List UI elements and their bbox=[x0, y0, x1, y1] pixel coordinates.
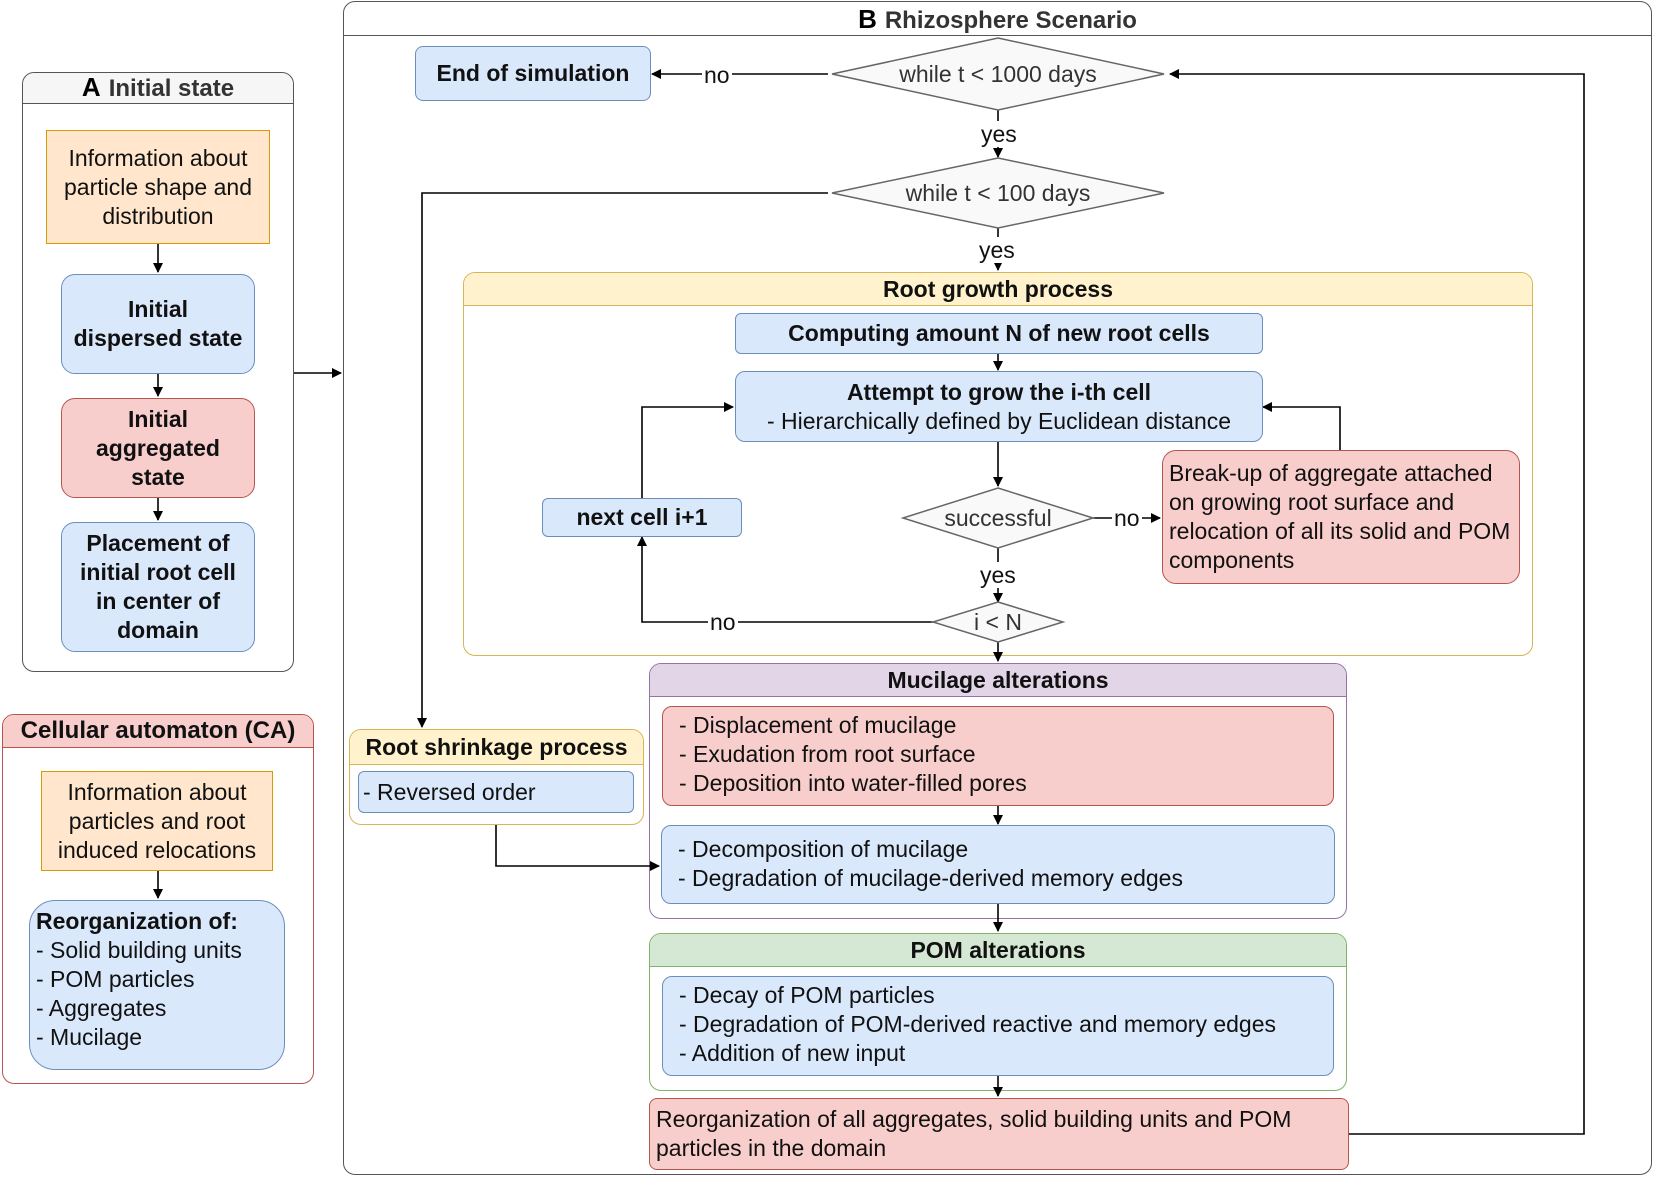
diamond-inner-loop bbox=[831, 157, 1165, 229]
pom-title: POM alterations bbox=[650, 934, 1346, 967]
pom-item: - Degradation of POM-derived reactive an… bbox=[679, 1011, 1277, 1037]
label-no-outer: no bbox=[702, 62, 732, 88]
label-yes-successful: yes bbox=[978, 562, 1018, 588]
outer-loop-label: while t < 1000 days bbox=[899, 60, 1097, 87]
label-yes-inner: yes bbox=[977, 237, 1017, 263]
panel-b-letter: B bbox=[858, 4, 877, 34]
mucilage-blue-item: - Degradation of mucilage-derived memory… bbox=[678, 865, 1183, 891]
mucilage-blue-item: - Decomposition of mucilage bbox=[678, 836, 969, 862]
panel-a-letter: A bbox=[81, 72, 101, 102]
diamond-outer-loop bbox=[831, 37, 1165, 111]
panel-b-name: Rhizosphere Scenario bbox=[884, 7, 1137, 34]
mucilage-red-item: - Exudation from root surface bbox=[679, 741, 976, 767]
pom-item: - Decay of POM particles bbox=[679, 982, 935, 1008]
arrow-shrinkage-to-mucilage bbox=[495, 825, 660, 871]
compute-new-root-cells: Computing amount N of new root cells bbox=[735, 313, 1263, 354]
next-cell-box: next cell i+1 bbox=[542, 498, 742, 537]
arrow-breakup-to-attempt bbox=[1262, 402, 1341, 450]
diamond-successful bbox=[900, 487, 1096, 549]
mucilage-red-item: - Deposition into water-filled pores bbox=[679, 770, 1027, 796]
arrow-condition-no-to-next bbox=[637, 536, 933, 623]
label-yes-outer: yes bbox=[979, 121, 1019, 147]
initial-dispersed-state: Initial dispersed state bbox=[61, 274, 255, 374]
arrow-next-to-attempt bbox=[641, 402, 734, 498]
attempt-grow-cell: Attempt to grow the i-th cell - Hierarch… bbox=[735, 371, 1263, 442]
diamond-condition bbox=[930, 601, 1066, 643]
root-growth-title: Root growth process bbox=[464, 273, 1532, 306]
initial-aggregated-state: Initial aggregated state bbox=[61, 398, 255, 498]
label-no-successful: no bbox=[1112, 505, 1142, 531]
label-no-condition: no bbox=[708, 609, 738, 635]
ca-reorg-heading: Reorganization of: bbox=[36, 908, 238, 934]
ca-reorg-item: - Mucilage bbox=[36, 1024, 143, 1050]
particle-info-box: Information about particle shape and dis… bbox=[46, 130, 270, 244]
successful-label: successful bbox=[944, 504, 1052, 531]
panel-b-title: B Rhizosphere Scenario bbox=[344, 2, 1651, 36]
ca-reorg-item: - Aggregates bbox=[36, 995, 167, 1021]
mucilage-blue-box: - Decomposition of mucilage - Degradatio… bbox=[661, 825, 1335, 904]
panel-a-name: Initial state bbox=[108, 75, 235, 102]
ca-reorg-item: - Solid building units bbox=[36, 937, 242, 963]
initial-root-placement: Placement of initial root cell in center… bbox=[61, 522, 255, 652]
mucilage-red-box: - Displacement of mucilage - Exudation f… bbox=[662, 706, 1334, 806]
panel-a-title: A Initial state bbox=[23, 73, 293, 104]
condition-label: i < N bbox=[974, 608, 1022, 635]
mucilage-red-item: - Displacement of mucilage bbox=[679, 712, 957, 738]
ca-info-box: Information about particles and root ind… bbox=[41, 771, 273, 871]
final-reorganization-box: Reorganization of all aggregates, solid … bbox=[649, 1098, 1349, 1170]
mucilage-title: Mucilage alterations bbox=[650, 664, 1346, 697]
ca-title: Cellular automaton (CA) bbox=[3, 715, 313, 748]
arrow-final-to-outer-loop bbox=[1169, 69, 1585, 1135]
reversed-order-box: - Reversed order bbox=[358, 771, 634, 813]
attempt-detail: - Hierarchically defined by Euclidean di… bbox=[766, 407, 1232, 434]
attempt-title: Attempt to grow the i-th cell bbox=[846, 378, 1152, 405]
inner-loop-label: while t < 100 days bbox=[905, 179, 1091, 206]
ca-reorganization-box: Reorganization of: - Solid building unit… bbox=[29, 900, 285, 1070]
ca-reorg-item: - POM particles bbox=[36, 966, 195, 992]
root-shrinkage-title: Root shrinkage process bbox=[350, 730, 643, 765]
arrow-inner-to-shrinkage bbox=[417, 192, 828, 728]
pom-items-box: - Decay of POM particles - Degradation o… bbox=[662, 976, 1334, 1076]
aggregate-breakup-box: Break-up of aggregate attached on growin… bbox=[1162, 450, 1520, 584]
pom-item: - Addition of new input bbox=[679, 1040, 906, 1066]
end-of-simulation: End of simulation bbox=[415, 46, 651, 101]
